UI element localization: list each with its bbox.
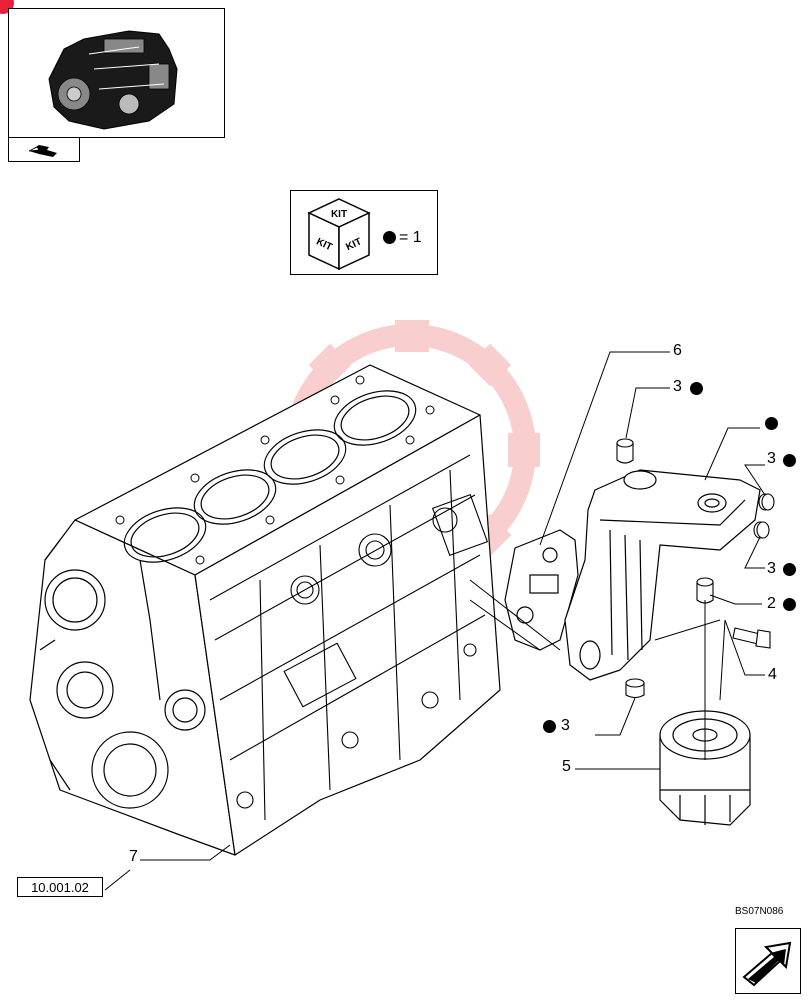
callout-3-top: 3	[673, 378, 682, 395]
drawing-code: BS07N086	[735, 906, 784, 917]
kit-dot-3-right-bottom-icon	[783, 563, 796, 576]
return-arrow-icon	[28, 145, 57, 157]
deck-holes	[115, 375, 435, 565]
filter-support-bracket	[564, 469, 761, 681]
front-face-features	[39, 539, 206, 809]
plug-part-3-right-a	[758, 493, 775, 511]
oil-filter-part-5	[659, 710, 751, 826]
kit-cube-icon: KIT KIT KIT	[307, 198, 371, 271]
callout-3-right-bottom: 3	[767, 560, 776, 577]
kit-dot-bracket-icon	[765, 417, 778, 430]
reference-link-box[interactable]: 10.001.02	[17, 877, 103, 897]
kit-legend-box: KIT KIT KIT = 1	[290, 190, 438, 275]
bolt-part-4	[732, 627, 771, 649]
next-page-arrow-icon	[742, 941, 792, 987]
callout-3-right-top: 3	[767, 450, 776, 467]
callout-3-bottom: 3	[561, 717, 570, 734]
fitting-part-2	[696, 577, 714, 604]
plug-part-3-top	[616, 438, 634, 464]
kit-dot-2-icon	[783, 598, 796, 611]
next-page-button[interactable]	[735, 928, 801, 994]
callout-5: 5	[562, 758, 571, 775]
kit-dot-icon	[383, 231, 396, 244]
kit-top-label: KIT	[331, 209, 347, 220]
engine-thumbnail-panel[interactable]	[8, 8, 225, 138]
callout-4: 4	[768, 666, 777, 683]
callout-2: 2	[767, 595, 776, 612]
side-face-features	[209, 454, 489, 821]
leader-lines	[104, 351, 766, 891]
kit-equation: = 1	[399, 229, 422, 246]
kit-dot-3-right-top-icon	[783, 454, 796, 467]
engine-thumbnail-icon	[48, 30, 178, 130]
cylinder-bores	[123, 390, 417, 563]
engine-block	[29, 364, 501, 856]
callout-7: 7	[129, 848, 138, 865]
kit-dot-3-bottom-icon	[543, 720, 556, 733]
plug-part-3-right-b	[753, 521, 770, 539]
kit-dot-3-top-icon	[690, 382, 703, 395]
plug-part-3-bottom	[625, 678, 645, 699]
callout-6: 6	[673, 342, 682, 359]
gasket-part-6	[504, 529, 579, 651]
back-tab[interactable]	[8, 137, 80, 162]
